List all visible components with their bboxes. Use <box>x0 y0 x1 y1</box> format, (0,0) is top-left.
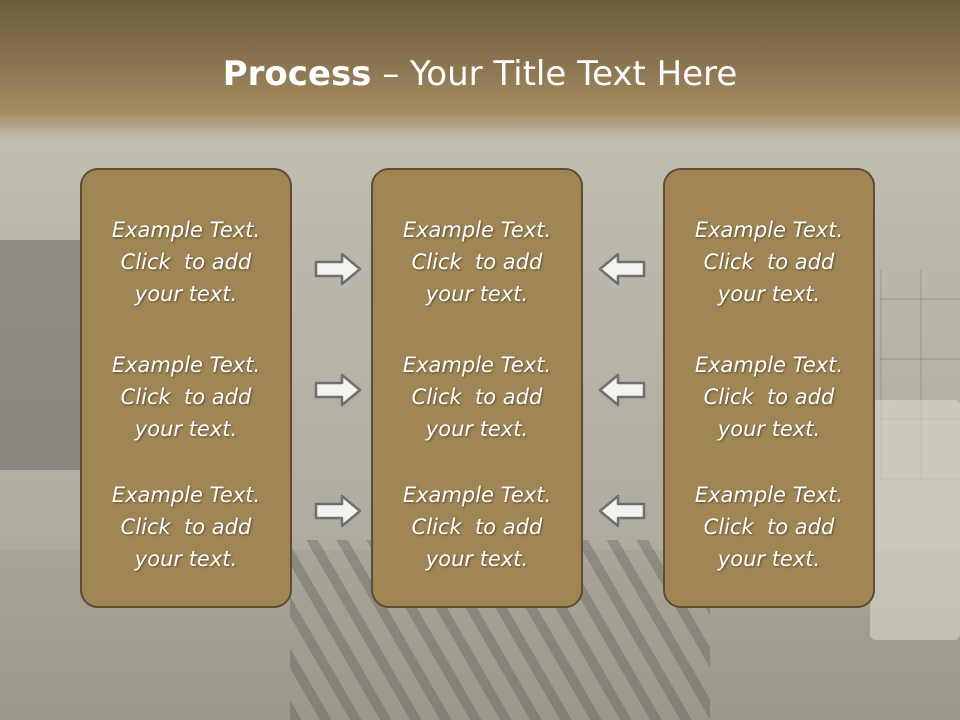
text-line: Click to add <box>411 515 543 539</box>
left-arrow-icon[interactable] <box>598 252 646 286</box>
text-line: Click to add <box>120 515 252 539</box>
text-line: your text. <box>717 547 821 571</box>
process-box-left[interactable]: Example Text. Click to add your text. Ex… <box>80 168 292 608</box>
text-line: Example Text. <box>402 353 552 377</box>
text-line: Click to add <box>703 250 835 274</box>
text-line: your text. <box>717 282 821 306</box>
box-text-block[interactable]: Example Text. Click to add your text. <box>665 349 873 445</box>
text-line: your text. <box>134 282 238 306</box>
right-arrow-icon[interactable] <box>314 373 362 407</box>
box-text-block[interactable]: Example Text. Click to add your text. <box>82 479 290 575</box>
text-line: Example Text. <box>402 218 552 242</box>
box-text-block[interactable]: Example Text. Click to add your text. <box>82 214 290 310</box>
text-line: Click to add <box>120 250 252 274</box>
text-line: your text. <box>425 417 529 441</box>
title-bold: Process <box>222 54 372 94</box>
text-line: Click to add <box>411 385 543 409</box>
title-banner <box>0 0 960 140</box>
text-line: Click to add <box>411 250 543 274</box>
text-line: your text. <box>425 547 529 571</box>
text-line: your text. <box>717 417 821 441</box>
box-text-block[interactable]: Example Text. Click to add your text. <box>665 479 873 575</box>
box-text-block[interactable]: Example Text. Click to add your text. <box>665 214 873 310</box>
text-line: Example Text. <box>111 353 261 377</box>
title-rest: – Your Title Text Here <box>371 54 738 94</box>
text-line: Example Text. <box>111 218 261 242</box>
process-box-right[interactable]: Example Text. Click to add your text. Ex… <box>663 168 875 608</box>
background-chair <box>870 400 960 640</box>
box-text-block[interactable]: Example Text. Click to add your text. <box>373 214 581 310</box>
text-line: your text. <box>134 417 238 441</box>
text-line: your text. <box>425 282 529 306</box>
text-line: Click to add <box>120 385 252 409</box>
box-text-block[interactable]: Example Text. Click to add your text. <box>373 479 581 575</box>
right-arrow-icon[interactable] <box>314 252 362 286</box>
box-text-block[interactable]: Example Text. Click to add your text. <box>373 349 581 445</box>
text-line: Click to add <box>703 385 835 409</box>
left-arrow-icon[interactable] <box>598 494 646 528</box>
text-line: Example Text. <box>111 483 261 507</box>
text-line: Click to add <box>703 515 835 539</box>
text-line: Example Text. <box>694 483 844 507</box>
right-arrow-icon[interactable] <box>314 494 362 528</box>
background-window <box>880 270 960 480</box>
text-line: Example Text. <box>694 218 844 242</box>
background-cabinet <box>0 240 80 470</box>
slide-title[interactable]: Process – Your Title Text Here <box>0 52 960 96</box>
left-arrow-icon[interactable] <box>598 373 646 407</box>
text-line: your text. <box>134 547 238 571</box>
text-line: Example Text. <box>694 353 844 377</box>
box-text-block[interactable]: Example Text. Click to add your text. <box>82 349 290 445</box>
text-line: Example Text. <box>402 483 552 507</box>
process-box-center[interactable]: Example Text. Click to add your text. Ex… <box>371 168 583 608</box>
